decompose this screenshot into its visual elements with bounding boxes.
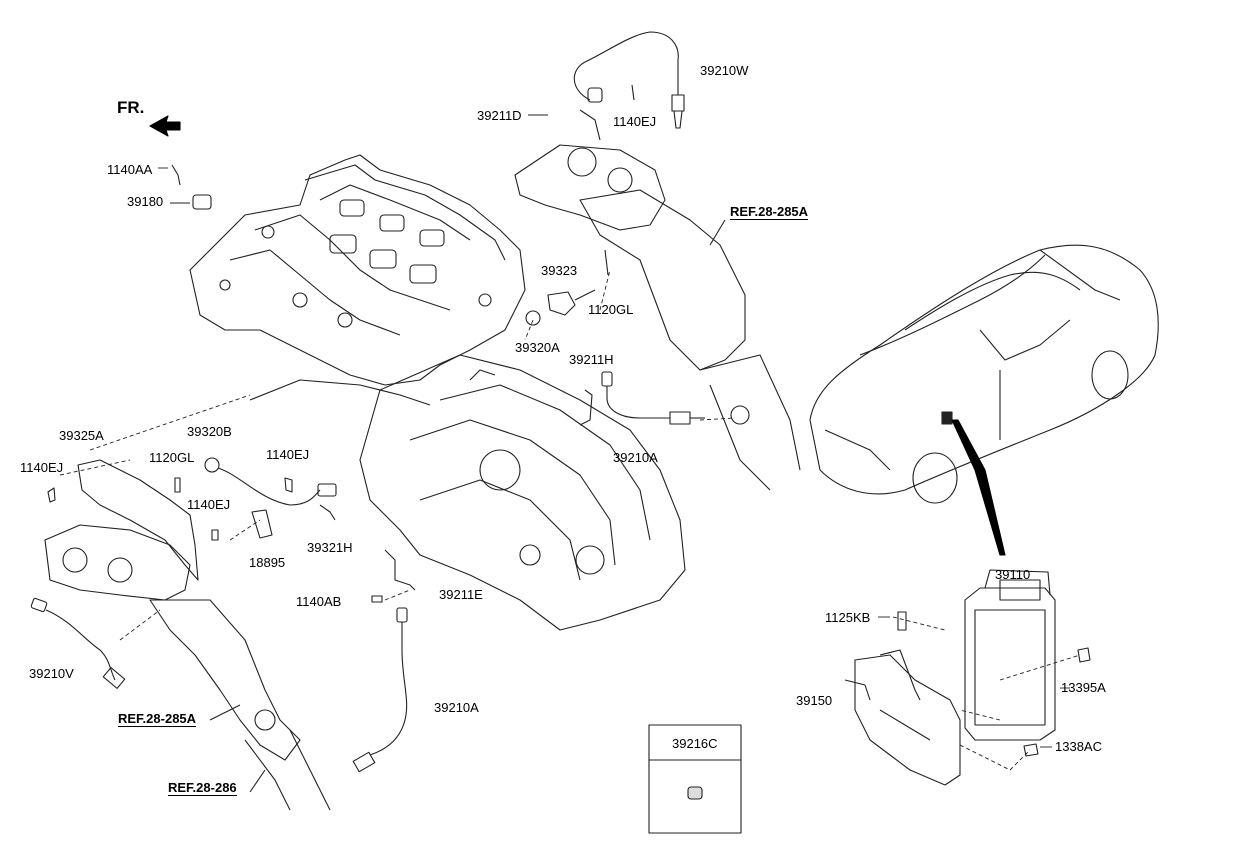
nut-13395a <box>1077 647 1091 663</box>
part-label-39211d: 39211D <box>477 108 522 123</box>
inset-box-39216c <box>648 724 742 834</box>
part-label-1140ej-top: 1140EJ <box>613 114 657 129</box>
part-label-39210w: 39210W <box>700 63 749 78</box>
part-label-39320b: 39320B <box>187 424 232 439</box>
part-label-13395a: 13395A <box>1061 680 1106 695</box>
front-indicator: FR. <box>117 98 145 117</box>
ecu-bracket-39150 <box>844 649 961 786</box>
part-label-1120gl-top: 1120GL <box>588 302 634 317</box>
part-label-1140ej-low: 1140EJ <box>187 497 231 512</box>
ref-leader-top <box>709 219 726 246</box>
ref-label-left[interactable]: REF.28-285A <box>118 711 197 727</box>
leader-lines <box>59 269 1081 771</box>
vehicle-illustration <box>809 244 1159 504</box>
bolt-1125kb <box>897 611 907 631</box>
ref-label-bottom[interactable]: REF.28-286 <box>168 780 237 796</box>
part-label-39323: 39323 <box>541 263 578 278</box>
part-label-39180: 39180 <box>127 194 164 209</box>
ref-leader-bottom <box>249 769 266 793</box>
part-label-39320a: 39320A <box>515 340 560 355</box>
ref-label-top[interactable]: REF.28-285A <box>730 204 809 220</box>
part-label-1140ej-mid: 1140EJ <box>266 447 310 462</box>
part-label-1120gl-left: 1120GL <box>149 450 195 465</box>
part-label-39321h: 39321H <box>307 540 353 555</box>
part-label-39210a-mid: 39210A <box>613 450 658 465</box>
right-exhaust-manifold <box>514 144 801 491</box>
part-label-1125kb: 1125KB <box>825 610 871 625</box>
callout-arrow <box>951 419 1006 556</box>
oxygen-sensor-39210a-low <box>352 549 416 773</box>
part-label-1140ab: 1140AB <box>296 594 342 609</box>
part-label-1140aa: 1140AA <box>107 162 153 177</box>
ref-leader-left <box>209 704 241 721</box>
part-label-39211h: 39211H <box>569 352 614 367</box>
nut-1338ac <box>1023 743 1039 757</box>
engine-assembly <box>189 154 526 406</box>
oxygen-sensor-39210a-mid <box>579 371 705 426</box>
part-label-39325a: 39325A <box>59 428 104 443</box>
cam-sensor-39180 <box>171 164 212 210</box>
part-label-39216c: 39216C <box>672 736 718 751</box>
part-label-39211e: 39211E <box>439 587 483 602</box>
knock-sensor-39320b <box>204 457 337 521</box>
part-label-39210a-low: 39210A <box>434 700 479 715</box>
part-label-1140ej-left: 1140EJ <box>20 460 64 475</box>
part-label-39110: 39110 <box>995 567 1031 582</box>
oxygen-sensor-39210w <box>573 31 685 141</box>
part-label-1338ac: 1338AC <box>1055 739 1102 754</box>
part-label-18895: 18895 <box>249 555 286 570</box>
knock-sensor-39320a <box>525 249 609 326</box>
oxygen-sensor-39210v <box>30 597 126 689</box>
part-label-39150: 39150 <box>796 693 833 708</box>
front-arrow-icon <box>149 115 181 137</box>
left-exhaust-manifold <box>44 524 331 811</box>
transmission-assembly <box>359 354 686 631</box>
ecu-39110 <box>964 569 1056 741</box>
heat-protector <box>77 459 199 581</box>
part-label-39210v: 39210V <box>29 666 74 681</box>
fasteners <box>47 477 383 603</box>
label-ticks <box>158 114 1070 748</box>
